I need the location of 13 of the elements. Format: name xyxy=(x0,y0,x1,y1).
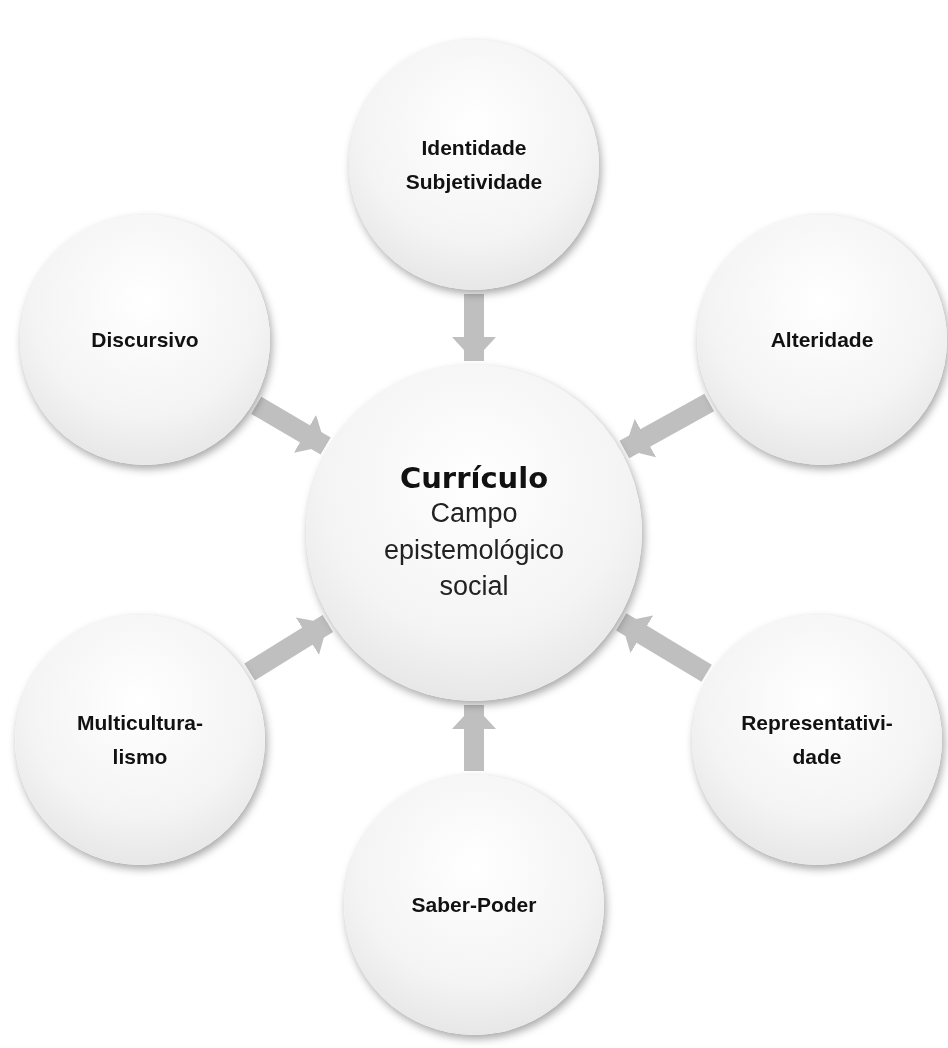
block-arrow xyxy=(452,705,496,771)
node-label: Multicultura- lismo xyxy=(76,710,204,770)
node-label: Discursivo xyxy=(91,327,199,354)
block-arrow xyxy=(244,615,334,681)
node-label: Identidade Subjetividade xyxy=(404,135,544,195)
node-label: Representativi- dade xyxy=(740,710,894,770)
node-title: Currículo xyxy=(399,461,549,496)
node-label: Alteridade xyxy=(770,327,874,354)
block-arrow xyxy=(251,396,331,455)
block-arrow xyxy=(452,294,496,361)
block-arrow xyxy=(619,393,715,459)
node-label: Saber-Poder xyxy=(411,892,537,919)
node-text: Campo epistemológico social xyxy=(382,497,566,604)
